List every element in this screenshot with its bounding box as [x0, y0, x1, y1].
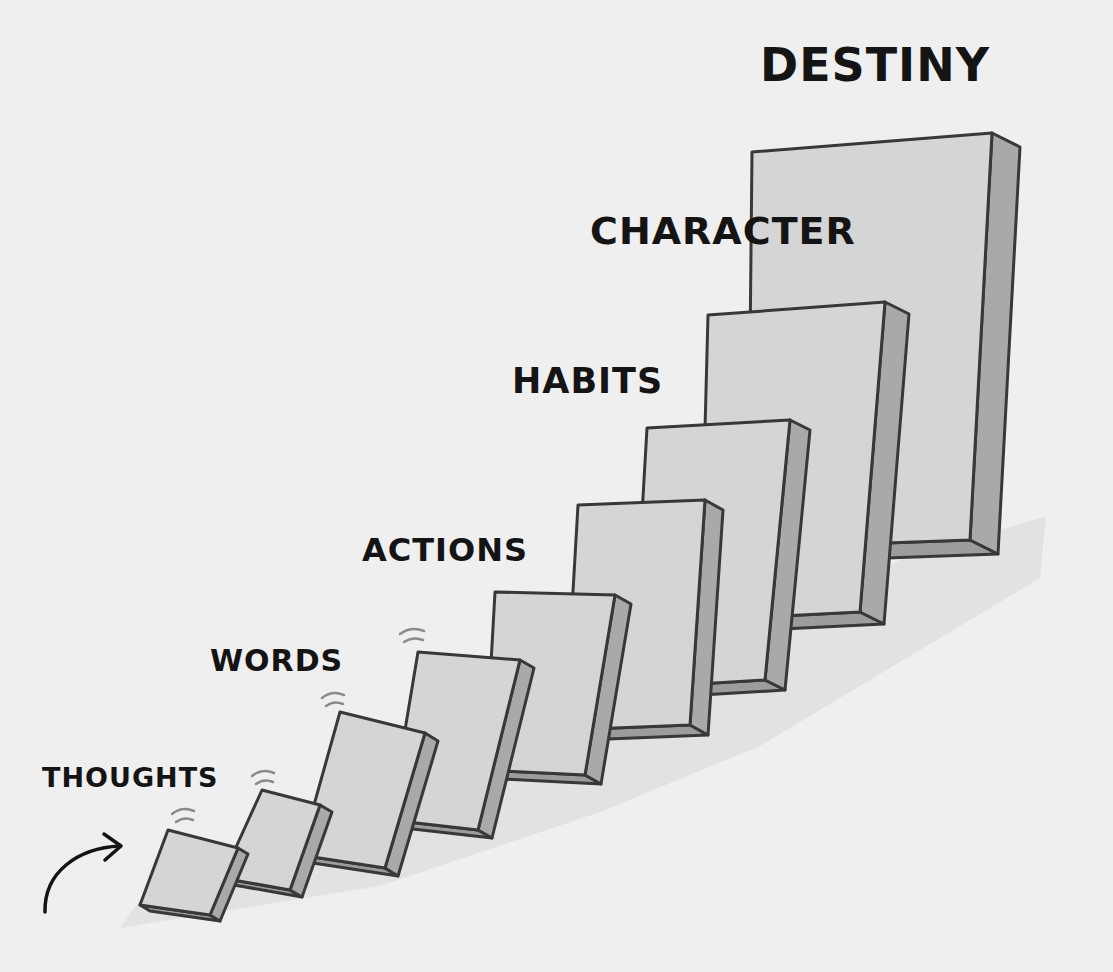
motion-mark	[176, 818, 193, 822]
step-label: THOUGHTS	[42, 764, 219, 791]
step-label: WORDS	[210, 646, 343, 676]
step-label: DESTINY	[760, 42, 990, 88]
step-label: ACTIONS	[362, 534, 528, 566]
motion-mark	[400, 629, 424, 634]
domino-face	[140, 830, 238, 915]
motion-mark	[172, 809, 194, 814]
domino	[140, 830, 248, 921]
motion-marks	[172, 629, 424, 822]
arrow-head	[104, 834, 121, 860]
motion-mark	[326, 702, 343, 706]
step-label: CHARACTER	[590, 212, 856, 250]
dominoes	[140, 133, 1020, 921]
motion-mark	[252, 771, 274, 776]
domino	[222, 790, 332, 897]
start-arrow	[45, 834, 121, 912]
motion-mark	[404, 638, 423, 642]
motion-mark	[322, 693, 344, 698]
motion-mark	[256, 780, 273, 784]
domino	[300, 712, 438, 876]
step-label: HABITS	[512, 364, 663, 399]
